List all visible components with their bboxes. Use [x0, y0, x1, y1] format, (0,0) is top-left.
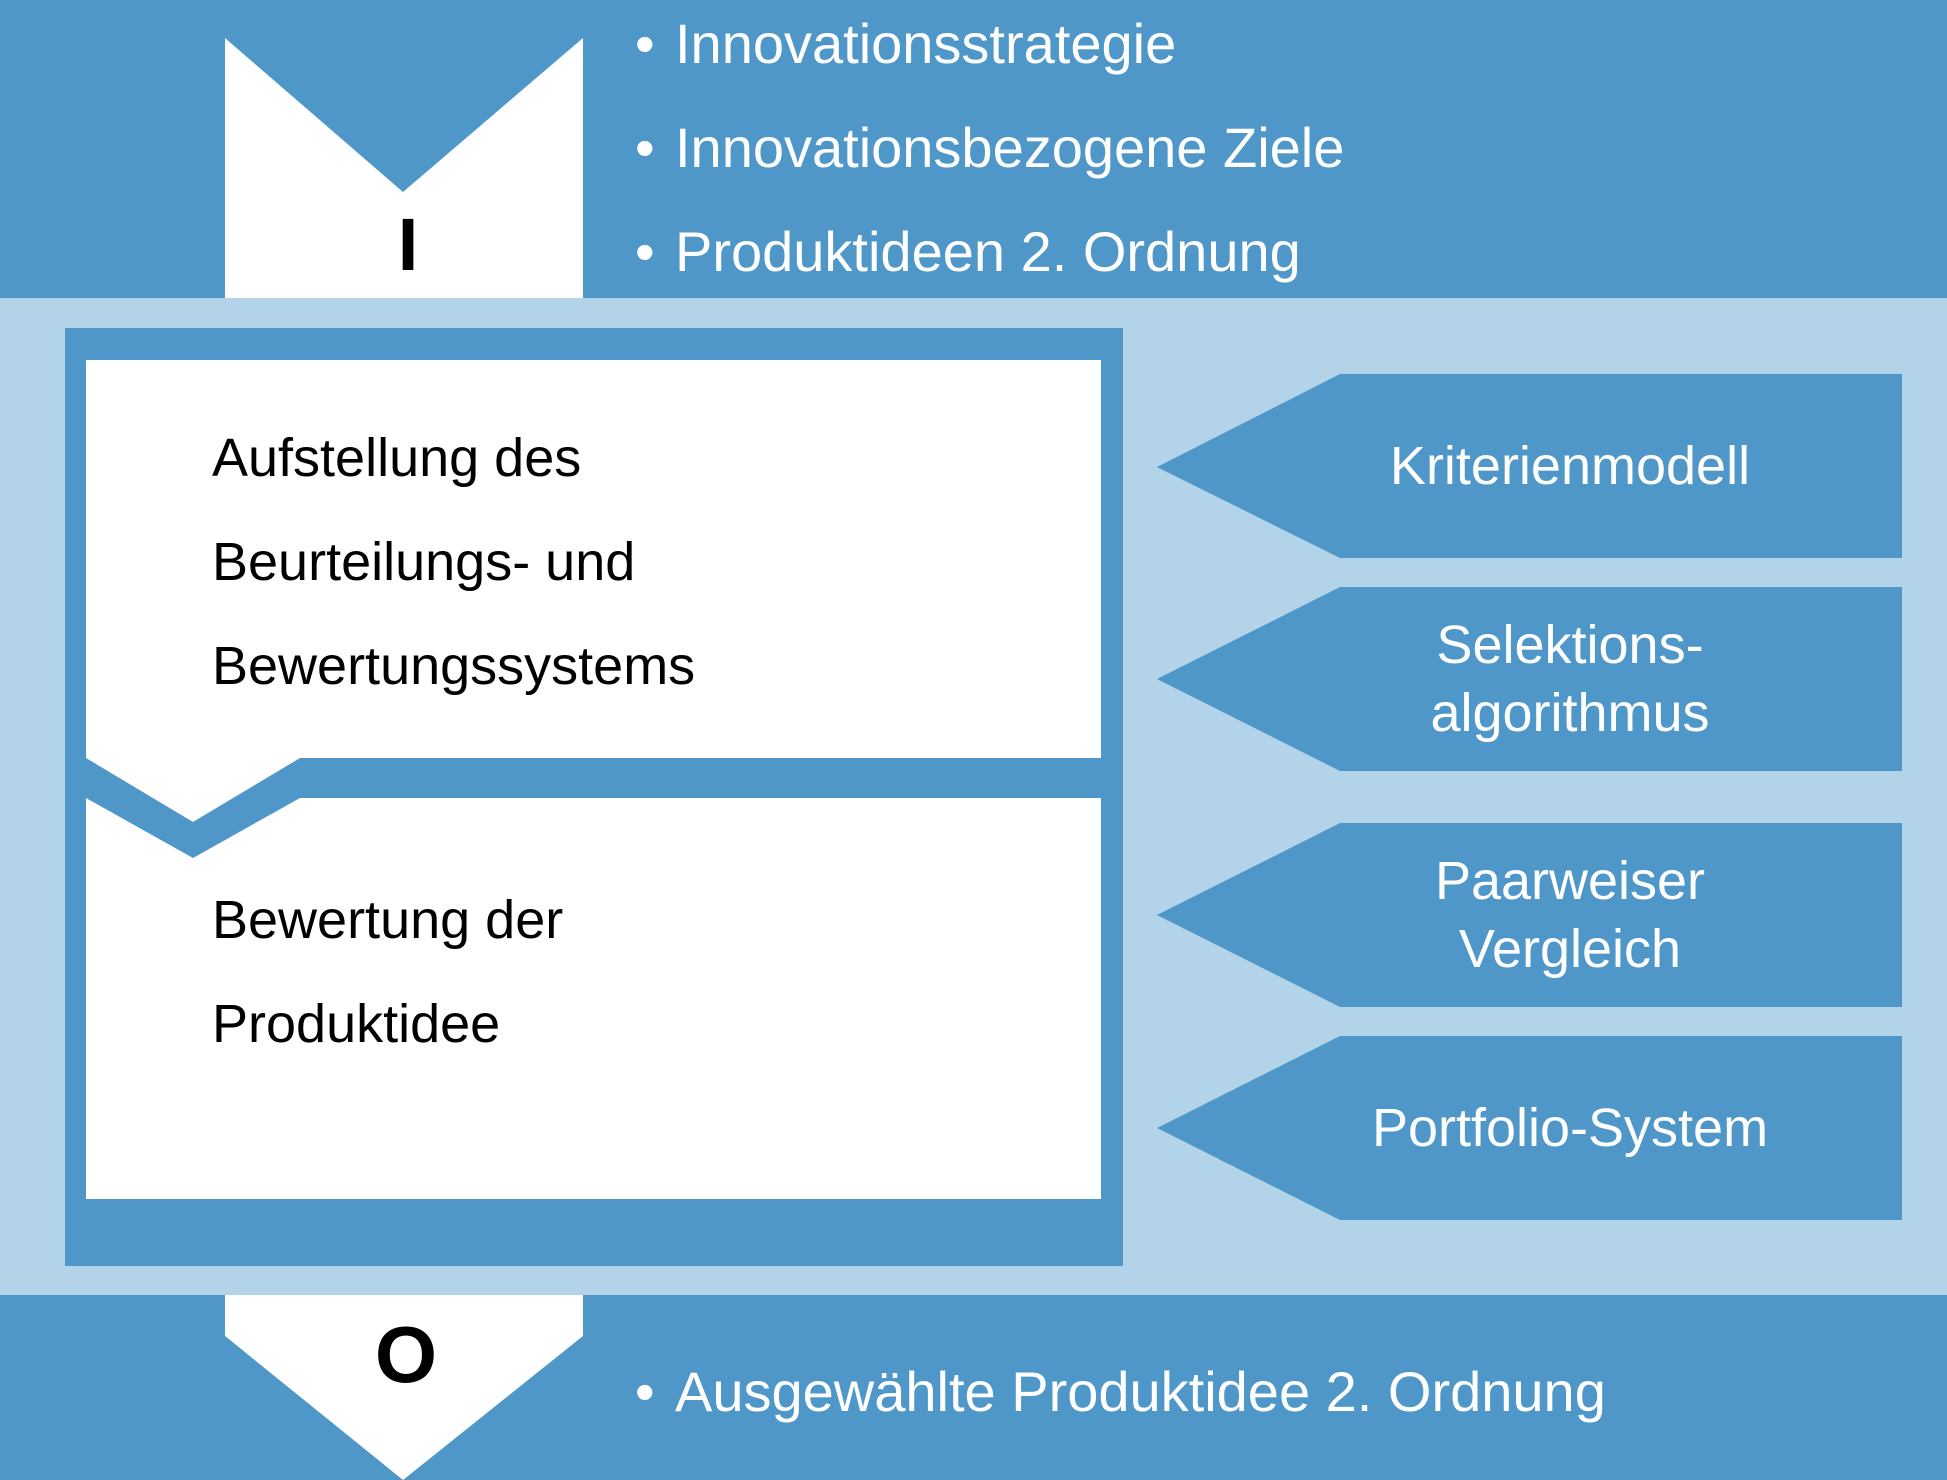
method-arrow-4 [1157, 1036, 1902, 1220]
output-arrow [225, 1295, 583, 1480]
input-item: • Innovationsstrategie [635, 0, 1344, 96]
method-line: algorithmus [1430, 683, 1710, 743]
step-2-line: Bewertung der [212, 890, 564, 950]
input-item-text: Innovationsstrategie [675, 12, 1177, 75]
bullet: • [635, 12, 655, 75]
step-1-box [86, 360, 1101, 822]
method-label-selektionsalgorithmus: Selektions- algorithmus [1330, 587, 1810, 771]
input-item-text: Produktideen 2. Ordnung [675, 220, 1301, 283]
method-arrow-3 [1157, 823, 1902, 1007]
method-line: Portfolio-System [1371, 1098, 1769, 1158]
output-item-text: Ausgewählte Produktidee 2. Ordnung [675, 1360, 1606, 1423]
method-line: Vergleich [1458, 919, 1682, 979]
method-label-kriterienmodell: Kriterienmodell [1330, 374, 1810, 558]
step-1-line: Bewertungssystems [212, 636, 696, 696]
output-letter: O [374, 1310, 438, 1399]
method-line: Kriterienmodell [1389, 436, 1751, 496]
method-line: Selektions- [1436, 615, 1704, 675]
step-1-text: Aufstellung des Beurteilungs- und Bewert… [212, 406, 695, 718]
step-2-line: Produktidee [212, 994, 501, 1054]
method-label-portfolio-system: Portfolio-System [1330, 1036, 1810, 1220]
bullet: • [635, 220, 655, 283]
input-item: • Produktideen 2. Ordnung [635, 200, 1344, 304]
output-list: • Ausgewählte Produktidee 2. Ordnung [635, 1340, 1606, 1444]
method-arrow-1 [1157, 374, 1902, 558]
input-arrow [225, 38, 583, 298]
method-line: Paarweiser [1434, 851, 1706, 911]
input-item-text: Innovationsbezogene Ziele [675, 116, 1345, 179]
step-1-line: Beurteilungs- und [212, 532, 636, 592]
input-list: • Innovationsstrategie • Innovationsbezoge… [635, 0, 1344, 304]
step-2-text: Bewertung der Produktidee [212, 868, 563, 1076]
method-label-paarweiser-vergleich: Paarweiser Vergleich [1330, 823, 1810, 1007]
bullet: • [635, 116, 655, 179]
output-item: • Ausgewählte Produktidee 2. Ordnung [635, 1340, 1606, 1444]
method-arrow-2 [1157, 587, 1902, 771]
step-2-box [86, 798, 1101, 1199]
bullet: • [635, 1360, 655, 1423]
step-1-line: Aufstellung des [212, 428, 582, 488]
input-item: • Innovationsbezogene Ziele [635, 96, 1344, 200]
input-letter: I [397, 203, 419, 286]
